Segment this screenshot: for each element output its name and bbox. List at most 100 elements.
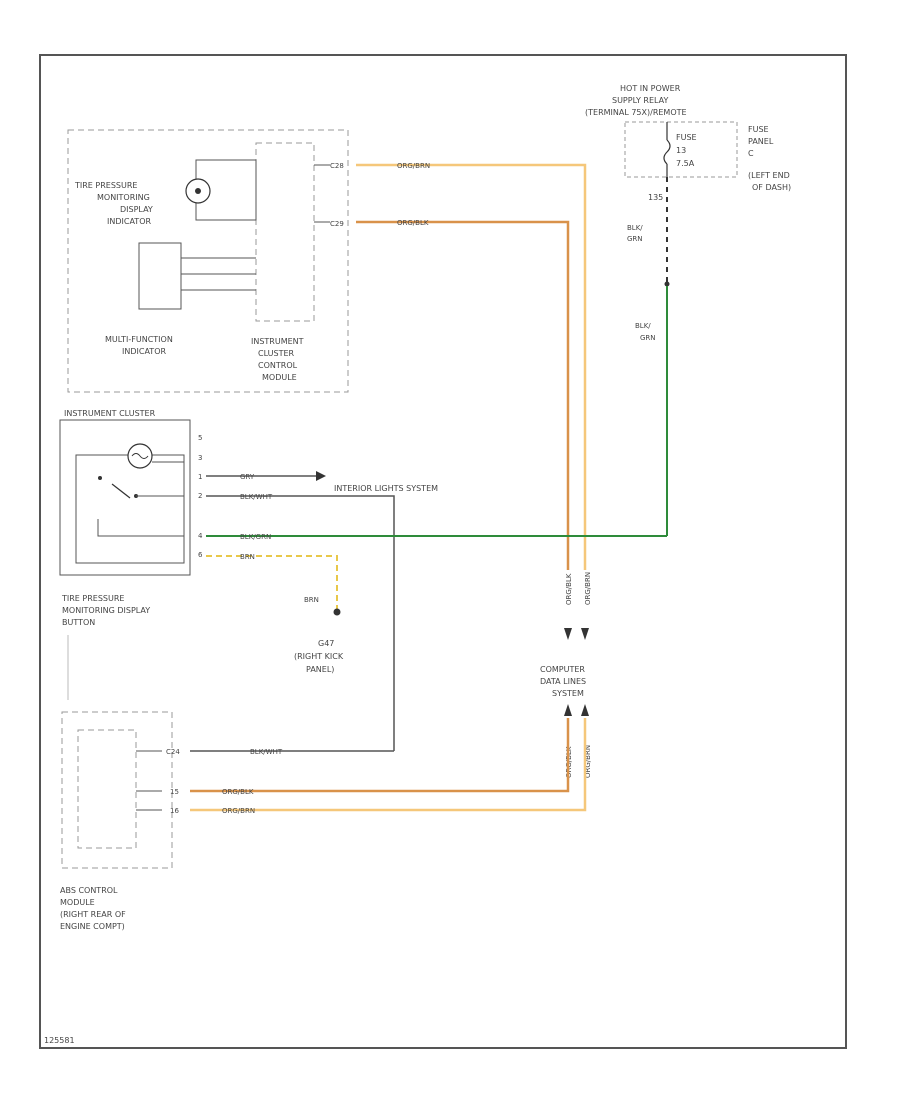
cdl-label-3: SYSTEM (552, 689, 584, 698)
button-pin-4: 4 (198, 532, 203, 540)
tpms-indicator-label-1: TIRE PRESSURE (74, 181, 137, 190)
control-module-label-4: MODULE (262, 373, 297, 382)
interior-lights-label: INTERIOR LIGHTS SYSTEM (334, 484, 438, 493)
button-label-1: TIRE PRESSURE (61, 594, 124, 603)
fuse-label-3: 7.5A (676, 159, 695, 168)
control-module-label-2: CLUSTER (258, 349, 295, 358)
abs-module-section: C24 15 16 BLK/WHT ORG/BLK ORG/BRN ABS CO… (60, 711, 587, 931)
button-label-2: MONITORING DISPLAY (62, 606, 150, 615)
fuse-panel-label-4: (LEFT END (748, 171, 790, 180)
cluster-pin-c29: C29 (330, 220, 344, 228)
button-wire-gry: GRY (240, 473, 255, 481)
fuse-label-2: 13 (676, 146, 686, 155)
ground-point-icon (333, 608, 341, 616)
cdl-label-1: COMPUTER (540, 665, 585, 674)
cdl-upper-wire-2: ORG/BRN (584, 572, 592, 605)
abs-label-2: MODULE (60, 898, 95, 907)
arrow-interior-lights-icon (316, 471, 326, 481)
fuse-panel-box (624, 121, 738, 178)
cdl-upper-arrow-1-icon (564, 628, 572, 640)
abs-wire-blk-wht: BLK/WHT (250, 748, 283, 756)
ground-id: G47 (318, 639, 334, 648)
cdl-upper-wire-1: ORG/BLK (565, 573, 573, 605)
abs-label-3: (RIGHT REAR OF (60, 910, 126, 919)
switch-contact-1 (98, 476, 102, 480)
cluster-control-module-box (255, 142, 315, 322)
button-pin-3: 3 (198, 454, 202, 462)
wire-blk-wht-button (206, 495, 395, 751)
button-wire-blk-grn: BLK/GRN (240, 533, 271, 541)
wire-org-blk-abs (190, 718, 570, 793)
button-inner-box (75, 454, 185, 564)
fuse-panel-label-1: FUSE (748, 125, 769, 134)
diagram-frame (39, 54, 847, 1049)
button-cluster-box (59, 419, 191, 576)
control-module-label-3: CONTROL (258, 361, 298, 370)
abs-pin-15: 15 (170, 788, 179, 796)
button-pin-2: 2 (198, 492, 202, 500)
button-pin-6: 6 (198, 551, 203, 559)
tpms-indicator-label-2: MONITORING (97, 193, 150, 202)
switch-blade-icon (111, 483, 131, 499)
button-lamp-filament (131, 453, 149, 459)
power-relay-label-2: SUPPLY RELAY (612, 96, 669, 105)
button-cluster-title: INSTRUMENT CLUSTER (64, 409, 156, 418)
abs-label-1: ABS CONTROL (60, 886, 118, 895)
ground-wire-label: BRN (304, 596, 319, 604)
fuse-panel-label-5: OF DASH) (752, 183, 791, 192)
wire-org-brn-abs (190, 718, 587, 812)
cdl-lower-wire-2: ORG/BRN (584, 745, 592, 778)
button-label-3: BUTTON (62, 618, 95, 627)
power-relay-label-3: (TERMINAL 75X)/REMOTE (585, 108, 687, 117)
tpms-indicator-label-4: INDICATOR (107, 217, 151, 226)
multifunction-label-2: INDICATOR (122, 347, 166, 356)
tpms-indicator-label-3: DISPLAY (120, 205, 153, 214)
cluster-pin-c28: C28 (330, 162, 344, 170)
wire-brn (206, 555, 338, 610)
abs-wire-org-brn: ORG/BRN (222, 807, 255, 815)
cdl-upper-arrow-2-icon (581, 628, 589, 640)
wire-org-brn-cluster (356, 163, 587, 570)
power-wire-top-label-2: GRN (627, 235, 643, 243)
abs-module-box (61, 711, 173, 869)
tpms-indicator-lamp-center (195, 188, 201, 194)
button-pin-5: 5 (198, 434, 202, 442)
cluster-wire-label-1: ORG/BRN (397, 162, 430, 170)
ground-section: BRN G47 (RIGHT KICK PANEL) (294, 596, 344, 674)
abs-module-inner-box (77, 729, 137, 849)
power-relay-label-1: HOT IN POWER (620, 84, 681, 93)
fuse-label-1: FUSE (676, 133, 697, 142)
instrument-cluster-box (67, 129, 349, 393)
ground-location-2: PANEL) (306, 665, 334, 674)
splice-dot-power (664, 281, 670, 287)
cdl-label-2: DATA LINES (540, 677, 586, 686)
cdl-lower-arrow-1-icon (564, 704, 572, 716)
button-wire-brn: BRN (240, 553, 255, 561)
cdl-lower-arrow-2-icon (581, 704, 589, 716)
diagram-footer-id: 125581 (44, 1036, 75, 1045)
button-wire-blk-wht: BLK/WHT (240, 493, 273, 501)
fuse-panel-label-2: PANEL (748, 137, 774, 146)
power-supply-section: HOT IN POWER SUPPLY RELAY (TERMINAL 75X)… (585, 84, 791, 536)
power-wire-bottom-label-1: BLK/ (635, 322, 651, 330)
button-ground-lead (97, 519, 184, 537)
button-cluster-section: INSTRUMENT CLUSTER 5 3 1 2 4 6 GRY INTER… (59, 409, 667, 751)
control-module-label-1: INSTRUMENT (251, 337, 304, 346)
instrument-cluster-section: TIRE PRESSURE MONITORING DISPLAY INDICAT… (67, 129, 587, 570)
fuse-symbol (663, 139, 671, 165)
fuse-panel-label-3: C (748, 149, 754, 158)
abs-label-4: ENGINE COMPT) (60, 922, 125, 931)
button-pin-1: 1 (198, 473, 202, 481)
ground-location-1: (RIGHT KICK (294, 652, 344, 661)
abs-pin-c24: C24 (166, 748, 180, 756)
power-wire-top-label-1: BLK/ (627, 224, 643, 232)
power-wire-bottom-label-2: GRN (640, 334, 656, 342)
wire-org-blk-cluster (356, 220, 570, 570)
abs-pin-16: 16 (170, 807, 179, 815)
circuit-number: 135 (648, 193, 663, 202)
multifunction-label-1: MULTI-FUNCTION (105, 335, 173, 344)
cluster-wire-label-2: ORG/BLK (397, 219, 429, 227)
abs-wire-org-blk: ORG/BLK (222, 788, 254, 796)
multifunction-indicator-box (138, 242, 182, 310)
